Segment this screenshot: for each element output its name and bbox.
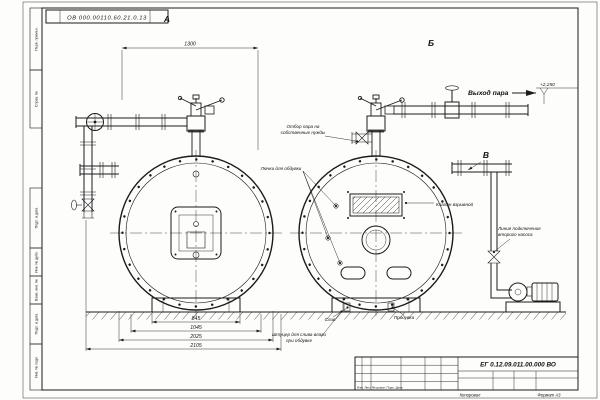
handwheel-valve-right (444, 85, 460, 119)
margin-label: Перв. примен. (35, 27, 39, 50)
explosion-valve-hatch (347, 191, 405, 219)
steam-outlet-label: Выход пара (468, 89, 509, 97)
pump-line-label: Линия подключения (497, 226, 541, 231)
view-label-a: А (163, 14, 170, 24)
own-needs-label: собственные нужды (281, 130, 326, 135)
handwheel-valve-left (86, 113, 104, 131)
own-needs-label: Отбор пара на (287, 124, 320, 129)
elevation-label: +2,250 (540, 82, 555, 88)
boiler-front-view-b (290, 150, 462, 316)
dim-diameter: 2025 (189, 334, 202, 340)
dim-overall: 2105 (189, 343, 202, 349)
gauge-drain-valve (71, 198, 95, 219)
left-piping (71, 113, 187, 219)
view-label-b: Б (428, 38, 434, 48)
annotations: А Б В Выход пара +2,250 Отбор пара на со… (163, 14, 578, 343)
manhole-center (361, 225, 391, 255)
format-label: Формат А3 (538, 393, 562, 398)
drain-label: Слив (325, 317, 336, 322)
dim-support: 845 (192, 316, 201, 322)
left-margin-strip: Перв. примен. Справ. № Подп. и дата Инв.… (29, 7, 43, 391)
feed-pump (505, 282, 561, 313)
margin-label: Подп. и дата (35, 314, 39, 335)
view-label-v: В (483, 150, 489, 160)
safety-valve-right (351, 94, 405, 157)
pump-line-label: второго насоса (498, 232, 533, 237)
margin-label: Справ. № (35, 91, 39, 107)
moisture-fitting-label: при обдувке (286, 338, 312, 343)
copied-label: Копировал (460, 393, 481, 398)
moisture-fitting-label: Штуцер для слива влаги (272, 332, 326, 337)
margin-label: Инв. № дубл. (35, 251, 39, 273)
blowdown-label: Продувка (394, 315, 415, 320)
dimensions: 1300 845 1045 2025 2105 (85, 42, 282, 351)
dim-bolt-circle: 1045 (190, 325, 202, 331)
margin-label: Взам. инв. № (35, 279, 39, 301)
title-block: ЕГ 0.12.09.011.00.000 ВО Изм. Лист № док… (354, 356, 579, 391)
boiler-front-view-a (110, 150, 282, 316)
dim-top: 1300 (184, 42, 196, 48)
own-needs-branch (351, 131, 372, 145)
title-block-columns: Изм. Лист № докум. Подп. Дата (357, 385, 403, 389)
explosion-valve-label: Клапан взрывной (436, 201, 474, 207)
margin-label: Подп. и дата (35, 208, 39, 229)
stamp-text: ОВ 000.00110.60.21.0.13 (67, 15, 147, 21)
margin-label: Инв. № подл. (35, 356, 39, 378)
furnace-door (170, 206, 222, 260)
doc-number: ЕГ 0.12.09.011.00.000 ВО (480, 362, 556, 369)
soot-hatches-label: Лючки для обдувки (260, 166, 302, 171)
right-piping (393, 85, 529, 299)
designation-stamp: ОВ 000.00110.60.21.0.13 (45, 9, 169, 24)
